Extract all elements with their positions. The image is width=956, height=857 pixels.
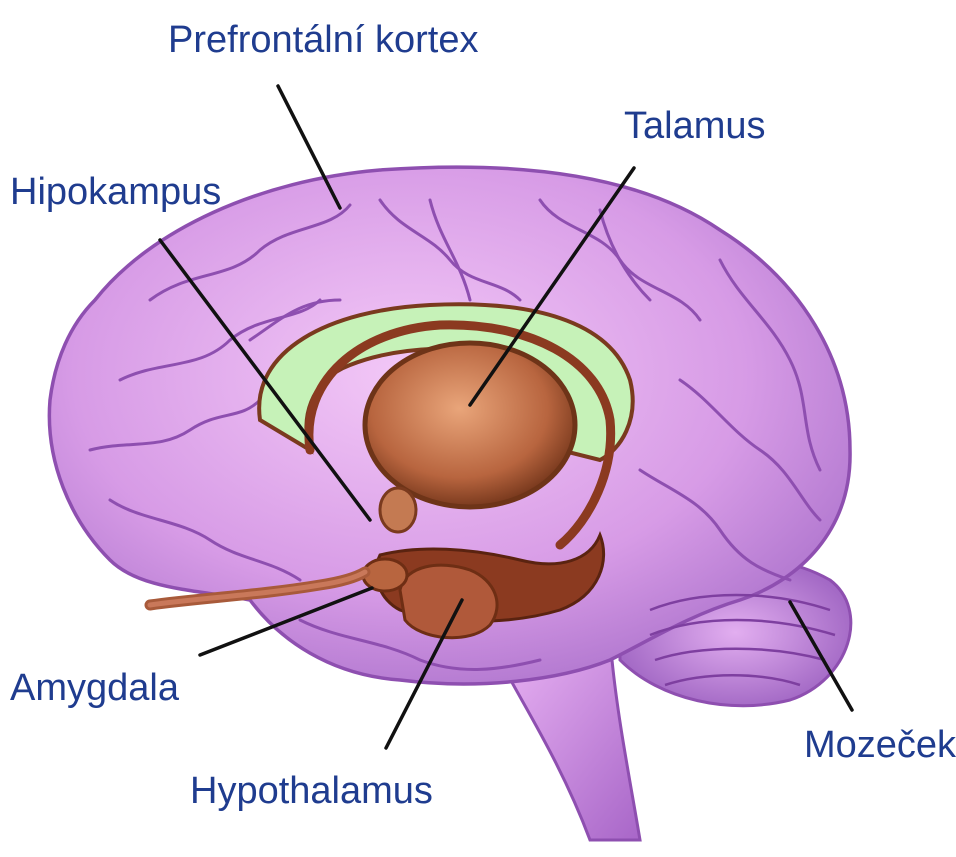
- brain-stem: [500, 660, 640, 840]
- label-amygdala: Amygdala: [10, 669, 179, 707]
- label-hypothalamus: Hypothalamus: [190, 772, 433, 810]
- label-thalamus: Talamus: [624, 107, 766, 145]
- label-hippocampus: Hipokampus: [10, 173, 221, 211]
- label-prefrontal-cortex: Prefrontální kortex: [168, 21, 478, 59]
- mammillary-body: [380, 488, 416, 532]
- thalamus: [365, 343, 575, 507]
- label-cerebellum: Mozeček: [804, 726, 956, 764]
